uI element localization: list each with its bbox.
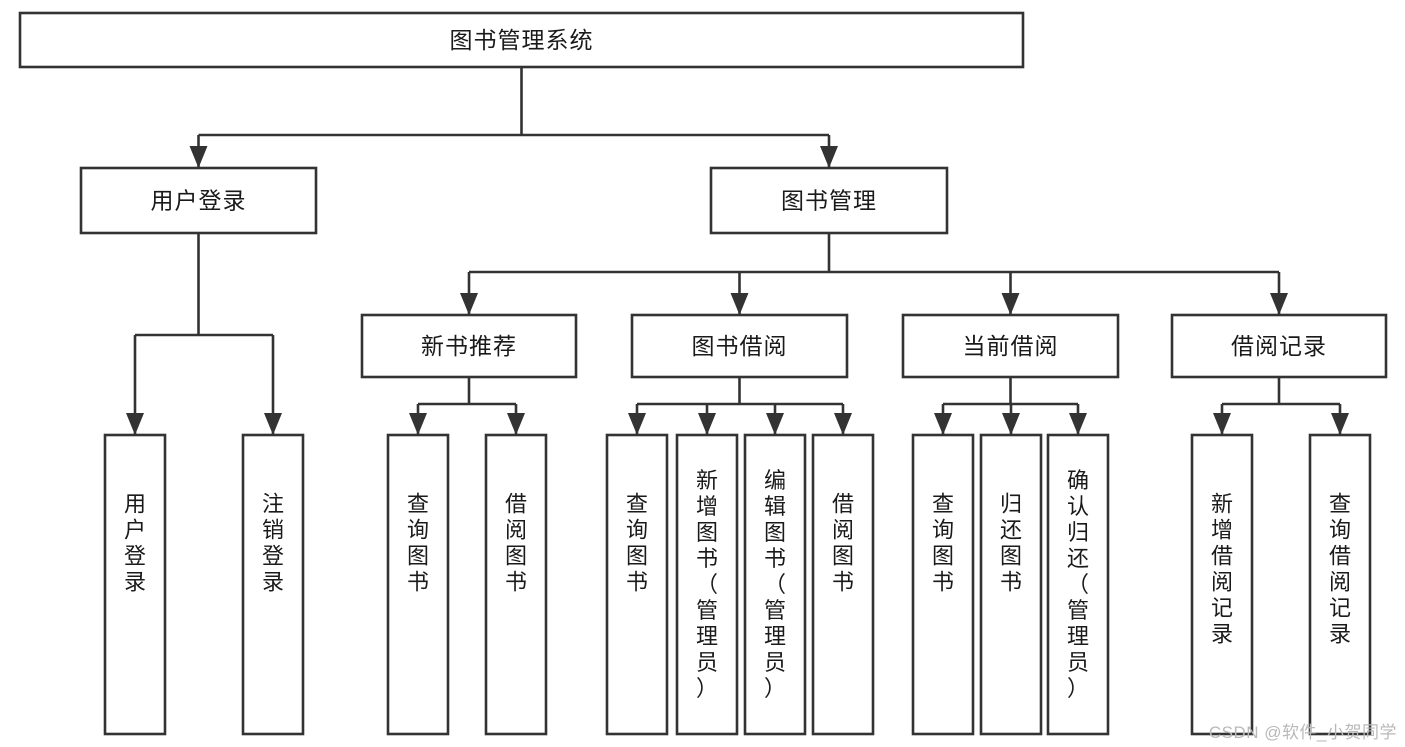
node-user-login[interactable]: 用户登录 xyxy=(79,166,318,235)
node-leaf-add-book[interactable]: 新增图书（管理员） xyxy=(675,433,739,736)
node-current-borrow[interactable]: 当前借阅 xyxy=(901,313,1120,379)
arrow-head-icon xyxy=(1213,413,1231,435)
node-label: 新增图书（管理员） xyxy=(696,468,718,701)
arrow-head-icon xyxy=(820,146,838,168)
node-label: 借阅记录 xyxy=(1231,333,1327,359)
node-box xyxy=(979,433,1043,736)
conn-record-to-leaves xyxy=(1213,377,1349,435)
connectors-layer xyxy=(126,67,1349,435)
node-book-borrow[interactable]: 图书借阅 xyxy=(630,313,849,379)
node-label: 图书管理系统 xyxy=(450,27,594,53)
arrow-head-icon xyxy=(507,413,525,435)
node-box xyxy=(1046,433,1110,736)
node-label: 用户登录 xyxy=(151,188,247,214)
node-label: 查询图书 xyxy=(626,491,648,594)
node-label: 借阅图书 xyxy=(505,491,527,594)
node-label: 查询借阅记录 xyxy=(1329,491,1351,646)
node-leaf-borrow-book[interactable]: 借阅图书 xyxy=(811,433,875,736)
node-box xyxy=(386,433,450,736)
node-label: 图书管理 xyxy=(781,188,877,214)
node-label: 用户登录 xyxy=(124,491,146,594)
node-leaf-confirm-return[interactable]: 确认归还（管理员） xyxy=(1046,433,1110,736)
arrow-head-icon xyxy=(698,413,716,435)
node-label: 新增借阅记录 xyxy=(1211,491,1233,646)
arrow-head-icon xyxy=(460,293,478,315)
arrow-head-icon xyxy=(1069,413,1087,435)
node-box xyxy=(709,166,949,235)
node-label: 查询图书 xyxy=(407,491,429,594)
node-box xyxy=(911,433,975,736)
node-box xyxy=(103,433,167,736)
conn-rec-to-leaves xyxy=(409,377,525,435)
node-box xyxy=(675,433,739,736)
conn-borrow-to-leaves xyxy=(628,377,852,435)
node-leaf-user-login[interactable]: 用户登录 xyxy=(103,433,167,736)
arrow-head-icon xyxy=(189,146,208,168)
node-leaf-edit-book[interactable]: 编辑图书（管理员） xyxy=(743,433,807,736)
node-book-manage[interactable]: 图书管理 xyxy=(709,166,949,235)
node-box xyxy=(605,433,669,736)
node-leaf-add-record[interactable]: 新增借阅记录 xyxy=(1190,433,1254,736)
node-label: 查询图书 xyxy=(932,491,954,594)
arrow-head-icon xyxy=(628,413,646,435)
node-label: 图书借阅 xyxy=(692,333,788,359)
arrow-head-icon xyxy=(1002,413,1020,435)
node-box xyxy=(79,166,318,235)
csdn-watermark: CSDN @软件_小贺同学 xyxy=(1208,723,1397,742)
arrow-head-icon xyxy=(1001,293,1020,315)
node-box xyxy=(811,433,875,736)
arrow-head-icon xyxy=(934,413,952,435)
arrow-head-icon xyxy=(1270,293,1288,315)
node-leaf-return-book[interactable]: 归还图书 xyxy=(979,433,1043,736)
node-box xyxy=(1170,313,1388,379)
node-label: 新书推荐 xyxy=(421,333,517,359)
conn-user-login-to-leaves xyxy=(126,233,282,435)
conn-root-to-level2 xyxy=(189,67,838,168)
node-label: 确认归还（管理员） xyxy=(1067,468,1089,701)
node-box xyxy=(1190,433,1254,736)
node-leaf-borrow-book-rec[interactable]: 借阅图书 xyxy=(484,433,548,736)
node-box xyxy=(901,313,1120,379)
node-box xyxy=(1308,433,1372,736)
node-box xyxy=(18,11,1025,69)
node-label: 注销登录 xyxy=(262,491,284,594)
node-leaf-query-book-cur[interactable]: 查询图书 xyxy=(911,433,975,736)
node-label: 借阅图书 xyxy=(832,491,854,594)
nodes-layer: 图书管理系统用户登录图书管理新书推荐图书借阅当前借阅借阅记录用户登录注销登录查询… xyxy=(18,11,1388,736)
node-label: 当前借阅 xyxy=(963,333,1059,359)
node-root[interactable]: 图书管理系统 xyxy=(18,11,1025,69)
conn-current-to-leaves xyxy=(934,377,1087,435)
node-label: 归还图书 xyxy=(1000,491,1022,594)
node-leaf-query-book-borrow[interactable]: 查询图书 xyxy=(605,433,669,736)
node-box xyxy=(241,433,305,736)
node-leaf-query-record[interactable]: 查询借阅记录 xyxy=(1308,433,1372,736)
arrow-head-icon xyxy=(766,413,784,435)
arrow-head-icon xyxy=(834,413,852,435)
arrow-head-icon xyxy=(126,413,144,435)
node-box xyxy=(743,433,807,736)
arrow-head-icon xyxy=(1331,413,1349,435)
node-label: 编辑图书（管理员） xyxy=(764,468,786,701)
node-borrow-record[interactable]: 借阅记录 xyxy=(1170,313,1388,379)
node-box xyxy=(360,313,578,379)
node-leaf-logout[interactable]: 注销登录 xyxy=(241,433,305,736)
node-new-book-recommend[interactable]: 新书推荐 xyxy=(360,313,578,379)
node-box xyxy=(630,313,849,379)
node-box xyxy=(484,433,548,736)
conn-book-manage-to-level3 xyxy=(460,233,1288,315)
arrow-head-icon xyxy=(730,293,749,315)
arrow-head-icon xyxy=(409,413,427,435)
arrow-head-icon xyxy=(264,413,282,435)
node-leaf-query-book-rec[interactable]: 查询图书 xyxy=(386,433,450,736)
